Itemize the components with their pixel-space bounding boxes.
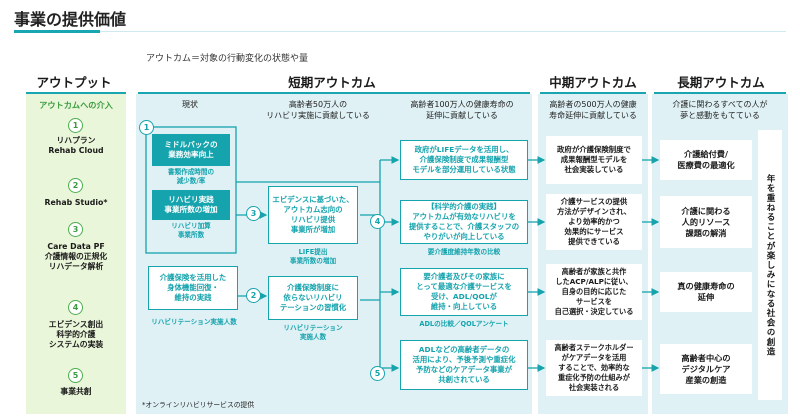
- output-column-rule: [26, 92, 126, 94]
- step-circle-3: 3: [246, 206, 261, 221]
- mid-outcome-4: 高齢者ステークホルダー がケアデータを活用 することで、効率的な 重症化予防の仕…: [546, 340, 642, 396]
- output-item-rehab-cloud: リハプラン Rehab Cloud: [48, 136, 104, 155]
- output-number-1: 1: [68, 118, 83, 133]
- output-item-care-data-pf: Care Data PF 介護情報の正規化 リハデータ解析: [44, 242, 108, 271]
- mid-term-column-rule: [540, 92, 646, 94]
- short-term-column-rule: [138, 92, 530, 94]
- evidence-based-rehab-box: エビデンスに基づいた、 アウトカム志向の リハビリ提供 事業所が増加: [268, 186, 358, 244]
- mid-outcome-1: 政府が介護保険制度で 成果報酬型モデルを 社会実装している: [546, 136, 642, 184]
- care-level-metric: 要介護度維持年数の比較: [427, 248, 501, 256]
- long-term-column-rule: [654, 92, 786, 94]
- output-number-5: 5: [68, 368, 83, 383]
- step-circle-5: 5: [370, 366, 385, 381]
- rehab-implementation-metric: リハビリテーション 実施人数: [283, 324, 343, 341]
- output-number-3: 3: [68, 222, 83, 237]
- output-number-4: 4: [68, 300, 83, 315]
- long-outcome-4: 高齢者中心の デジタルケア 産業の創造: [660, 344, 752, 394]
- middle-back-efficiency-box: ミドルバックの 業務効率向上: [152, 134, 230, 166]
- long-term-heading: 介護に関わるすべての人が 夢と感動をもてている: [672, 100, 768, 120]
- long-outcome-3: 真の健康寿命の 延伸: [660, 272, 752, 312]
- step-circle-1: 1: [139, 120, 154, 135]
- outcome-definition: アウトカム＝対象の行動変化の状態や量: [146, 54, 309, 64]
- document-time-metric: 書類作成時間の 減少数/率: [167, 168, 215, 185]
- care-data-business-box: ADLなどの高齢者データの 活用により、予後予測や重症化 予防などのケアデータ事…: [400, 340, 528, 390]
- insurance-rehab-practice-box: 介護保険を活用した 身体機能回復・ 維持の実践: [148, 266, 238, 310]
- title-rule: [100, 31, 786, 32]
- rehab-people-metric: リハビリテーション実施人数: [151, 318, 237, 326]
- mid-outcome-3: 高齢者が家族と共作 したACP/ALPに従い、 自身の目的に応じた サービスを …: [546, 264, 642, 320]
- output-panel: [26, 94, 126, 414]
- mid-term-heading: 高齢者の500万人の健康 寿命延伸に貢献している: [549, 100, 637, 120]
- output-intro-label: アウトカムへの介入: [39, 100, 113, 110]
- output-number-2: 2: [68, 178, 83, 193]
- step-circle-2: 2: [246, 288, 261, 303]
- mid-outcome-2: 介護サービスの提供 方法がデザインされ、 より効率的かつ 効果的にサービス 提供…: [546, 194, 642, 250]
- short-term-column-title: 短期アウトカム: [288, 75, 376, 90]
- output-column-title: アウトプット: [36, 75, 112, 90]
- scientific-care-box: 【科学的介護の実践】 アウトカムが有効なリハビリを 提供することで、介護スタッフ…: [400, 200, 528, 244]
- output-item-co-creation: 事業共創: [60, 387, 92, 396]
- rehab-habit-box: 介護保険制度に 依らないリハビリ テーションの習慣化: [268, 276, 358, 320]
- adl-qol-metric: ADLの比較／QOLアンケート: [419, 320, 509, 328]
- optimal-care-service-box: 要介護者及びその家族に とって最適な介護サービスを 受け、ADL/QOLが 維持…: [400, 268, 528, 316]
- output-item-rehab-studio: Rehab Studio*: [44, 198, 108, 207]
- footnote: *オンラインリハビリサービスの提供: [142, 401, 255, 409]
- title-underline: [14, 30, 100, 33]
- mid-term-column-title: 中期アウトカム: [549, 75, 637, 90]
- government-life-data-box: 政府がLIFEデータを活用し、 介護保険制度で成果報酬型 モデルを部分運用してい…: [400, 140, 528, 180]
- output-item-evidence: エビデンス創出 科学的介護 システムの実装: [48, 320, 104, 349]
- current-state-heading: 現状: [182, 100, 198, 109]
- step-circle-4: 4: [370, 214, 385, 229]
- rehab-facilities-increase-box: リハビリ実践 事業所数の増加: [152, 190, 230, 220]
- ultimate-vision-vertical: 年を重ねることが楽しみになる社会の創造: [758, 130, 782, 400]
- short-term-500k-heading: 高齢者50万人の リハビリ実施に貢献している: [266, 100, 370, 120]
- short-term-1m-heading: 高齢者100万人の健康寿命の 延伸に貢献している: [410, 100, 514, 120]
- rehab-addition-metric: リハビリ加算 事業所数: [171, 222, 211, 239]
- life-submission-metric: LIFE提出 事業所数の増加: [289, 248, 337, 265]
- long-outcome-2: 介護に関わる 人的リソース 課題の解消: [660, 196, 752, 248]
- long-term-column-title: 長期アウトカム: [677, 75, 765, 90]
- page-title: 事業の提供価値: [14, 10, 127, 29]
- long-outcome-1: 介護給付費/ 医療費の最適化: [660, 140, 752, 180]
